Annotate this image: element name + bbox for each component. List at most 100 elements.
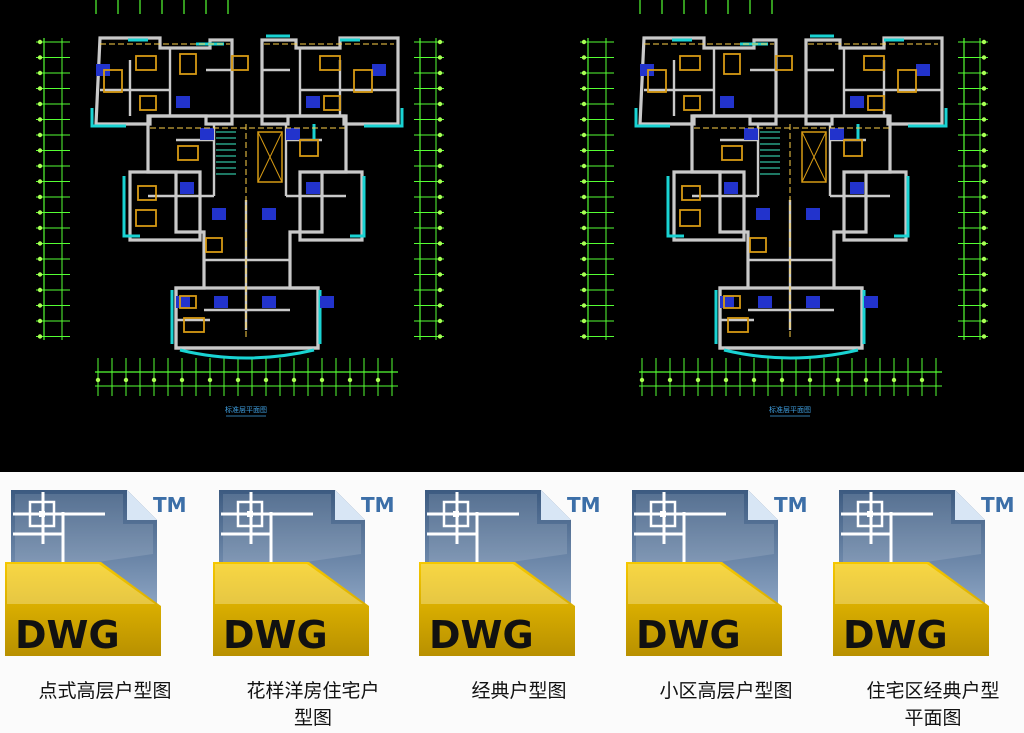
axis-bubble bbox=[179, 377, 185, 383]
axis-bubble bbox=[981, 210, 987, 215]
page-fold bbox=[748, 490, 778, 520]
axis-bubble bbox=[981, 256, 987, 262]
file-name: 点式高层户型图 bbox=[5, 678, 205, 705]
axis-bubble bbox=[981, 117, 987, 122]
axis-bubble bbox=[437, 163, 443, 169]
door-symbol bbox=[864, 296, 878, 308]
door-symbol bbox=[758, 296, 772, 308]
format-band bbox=[213, 562, 369, 656]
plan-caption: 标准层平面图 bbox=[225, 405, 267, 414]
dwg-file-icon: DWG TM bbox=[5, 490, 187, 657]
furniture-block bbox=[353, 69, 373, 93]
axis-bubble bbox=[291, 377, 297, 383]
axis-bubble bbox=[981, 148, 987, 153]
axis-bubble bbox=[437, 117, 443, 122]
axis-bubble bbox=[37, 194, 43, 200]
axis-bubble bbox=[581, 163, 587, 169]
door-symbol bbox=[212, 208, 226, 220]
format-label: DWG bbox=[843, 613, 948, 657]
door-symbol bbox=[850, 96, 864, 108]
file-name: 小区高层户型图 bbox=[626, 678, 826, 705]
wall-outline bbox=[718, 286, 864, 350]
axis-bubble bbox=[437, 303, 443, 308]
axis-bubble bbox=[37, 163, 43, 169]
axis-bubble bbox=[37, 179, 43, 184]
file-item[interactable]: DWG TM 小区高层户型图 bbox=[626, 484, 826, 729]
file-list: DWG TM 点式高层户型图 bbox=[0, 472, 1024, 733]
door-symbol bbox=[850, 182, 864, 194]
axis-bubble bbox=[981, 70, 987, 76]
door-symbol bbox=[756, 208, 770, 220]
furniture-block bbox=[843, 139, 863, 157]
axis-bubble bbox=[235, 377, 241, 383]
furniture-block bbox=[723, 53, 741, 75]
trademark-label: TM bbox=[361, 493, 395, 517]
furniture-block bbox=[749, 237, 767, 253]
file-name-line: 小区高层户型图 bbox=[659, 680, 793, 702]
furniture-block bbox=[721, 145, 743, 161]
axis-bubble bbox=[437, 148, 443, 153]
axis-bubble bbox=[981, 132, 987, 138]
axis-bubble bbox=[207, 377, 213, 383]
furniture-block bbox=[647, 69, 667, 93]
axis-bubble bbox=[581, 272, 587, 277]
axis-bubble bbox=[437, 272, 443, 277]
file-item[interactable]: DWG TM 点式高层户型图 bbox=[5, 484, 205, 729]
cad-floor-plan-canvas: 标准层平面图标准层平面图 bbox=[36, 0, 988, 417]
format-band-shine bbox=[835, 564, 983, 604]
file-item[interactable]: DWG TM 经典户型图 bbox=[419, 484, 619, 729]
axis-bubble bbox=[37, 241, 43, 246]
axis-bubble bbox=[37, 334, 43, 339]
axis-bubble bbox=[37, 132, 43, 138]
furniture-block bbox=[323, 95, 341, 111]
door-symbol bbox=[720, 296, 734, 308]
format-label: DWG bbox=[15, 613, 120, 657]
door-symbol bbox=[806, 208, 820, 220]
format-band bbox=[419, 562, 575, 656]
door-symbol bbox=[286, 128, 300, 140]
axis-bubble bbox=[981, 55, 987, 60]
axis-bubble bbox=[437, 210, 443, 215]
file-item[interactable]: DWG TM 花样洋房住宅户 型图 bbox=[213, 484, 413, 729]
elevator-shaft bbox=[257, 131, 283, 183]
furniture-block bbox=[231, 55, 249, 71]
trademark-label: TM bbox=[153, 493, 187, 517]
axis-bubble bbox=[437, 287, 443, 293]
axis-bubble bbox=[263, 377, 269, 383]
furniture-block bbox=[139, 95, 157, 111]
axis-bubble bbox=[981, 318, 987, 324]
axis-bubble bbox=[581, 318, 587, 324]
cad-symbol-dot bbox=[39, 511, 45, 517]
furniture-block bbox=[867, 95, 885, 111]
furniture-block bbox=[723, 295, 741, 309]
door-symbol bbox=[720, 96, 734, 108]
wall-outline bbox=[128, 170, 202, 242]
format-label: DWG bbox=[429, 613, 534, 657]
axis-bubble bbox=[347, 377, 353, 383]
trademark-label: TM bbox=[774, 493, 808, 517]
axis-bubble bbox=[581, 241, 587, 246]
axis-bubble bbox=[437, 39, 443, 45]
elevator-cross bbox=[257, 131, 283, 183]
axis-bubble bbox=[37, 318, 43, 324]
axis-bubble bbox=[723, 377, 729, 383]
furniture-block bbox=[775, 55, 793, 71]
axis-bubble bbox=[807, 377, 813, 383]
furniture-block bbox=[205, 237, 223, 253]
cad-symbol-dot bbox=[247, 511, 253, 517]
door-symbol bbox=[306, 96, 320, 108]
axis-bubble bbox=[981, 272, 987, 277]
balcony-rail bbox=[908, 108, 948, 128]
axis-bubble bbox=[37, 210, 43, 215]
dwg-file-icon: DWG TM bbox=[213, 490, 395, 657]
balcony-rail bbox=[90, 108, 126, 128]
file-name: 经典户型图 bbox=[419, 678, 619, 705]
file-item[interactable]: DWG TM 住宅区经典户型 平面图 bbox=[833, 484, 1024, 729]
axis-bubble bbox=[37, 225, 43, 231]
axis-bubble bbox=[151, 377, 157, 383]
wall-outline bbox=[638, 36, 778, 126]
door-symbol bbox=[214, 296, 228, 308]
cad-symbol bbox=[221, 492, 313, 564]
axis-bubble bbox=[437, 86, 443, 91]
format-band bbox=[833, 562, 989, 656]
